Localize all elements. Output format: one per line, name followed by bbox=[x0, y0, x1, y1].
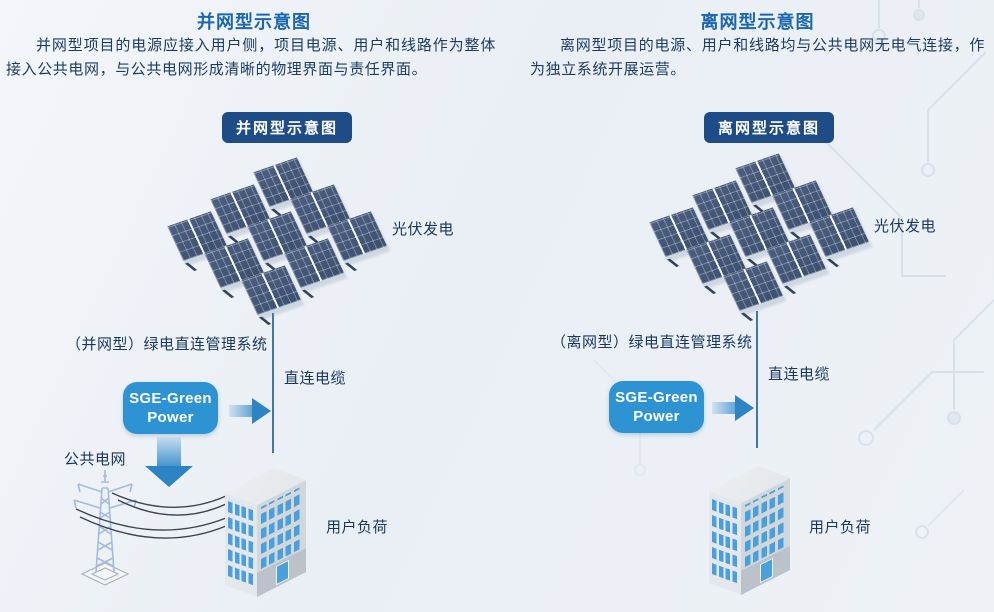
right-pv-array bbox=[649, 153, 871, 321]
device-name-line1: SGE-Green bbox=[129, 390, 212, 407]
left-cable-label: 直连电缆 bbox=[284, 370, 347, 387]
left-grid-label: 公共电网 bbox=[64, 451, 127, 468]
right-load-building-icon bbox=[709, 461, 790, 596]
device-name-line2: Power bbox=[147, 409, 194, 426]
left-section-title: 并网型示意图 bbox=[197, 12, 311, 32]
right-diagram-badge: 离网型示意图 bbox=[704, 112, 835, 143]
right-cable-label: 直连电缆 bbox=[768, 366, 831, 383]
right-load-label: 用户负荷 bbox=[809, 519, 872, 536]
left-pv-label: 光伏发电 bbox=[392, 221, 455, 238]
left-pv-array bbox=[167, 157, 389, 325]
left-sge-device: SGE-Green Power bbox=[123, 382, 218, 434]
right-sge-device: SGE-Green Power bbox=[609, 381, 704, 433]
device-name-line2: Power bbox=[633, 408, 680, 425]
right-direct-cable-line bbox=[756, 311, 758, 448]
right-pv-label: 光伏发电 bbox=[874, 218, 937, 235]
left-direct-cable-line bbox=[272, 313, 274, 453]
right-system-label: （离网型）绿电直连管理系统 bbox=[551, 334, 753, 351]
right-section-description: 离网型项目的电源、用户和线路均与公共电网无电气连接，作为独立系统开展运营。 bbox=[530, 37, 985, 78]
down-arrow-icon bbox=[145, 437, 193, 487]
right-section-title: 离网型示意图 bbox=[700, 12, 815, 32]
left-section-description: 并网型项目的电源应接入用户侧，项目电源、用户和线路作为整体接入公共电网，与公共电… bbox=[6, 37, 496, 78]
device-name-line1: SGE-Green bbox=[615, 389, 698, 406]
left-load-building-icon bbox=[225, 463, 306, 598]
left-system-label: （并网型）绿电直连管理系统 bbox=[66, 336, 268, 353]
right-arrow-icon bbox=[712, 395, 754, 421]
left-load-label: 用户负荷 bbox=[326, 519, 389, 536]
left-diagram-badge: 并网型示意图 bbox=[222, 112, 353, 143]
right-arrow-icon bbox=[229, 398, 271, 424]
